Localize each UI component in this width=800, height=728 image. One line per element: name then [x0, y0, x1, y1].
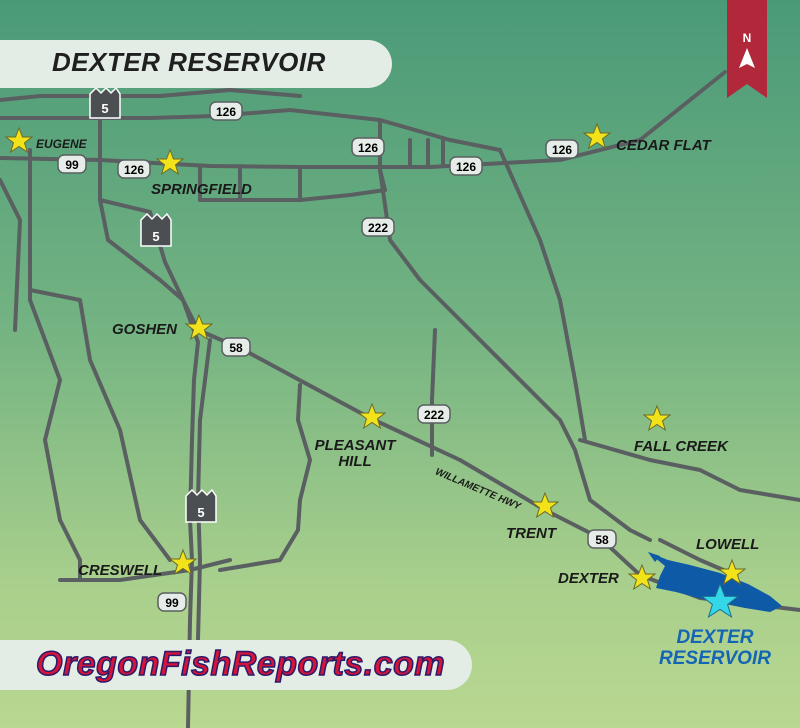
- label-dexter-reservoir-line2: RESERVOIR: [659, 647, 771, 669]
- logo-banner: [0, 640, 472, 690]
- svg-text:99: 99: [65, 158, 79, 172]
- svg-text:126: 126: [216, 105, 236, 119]
- star-lowell: [717, 558, 747, 586]
- road-north-loop: [0, 88, 302, 102]
- road-pleasant-hill-west: [218, 383, 312, 572]
- svg-text:126: 126: [358, 141, 378, 155]
- shield-58-east: 58: [587, 529, 617, 549]
- road-springfield-grid-a: [238, 164, 302, 202]
- site-logo: OregonFishReports.com: [35, 644, 446, 684]
- label-dexter: DEXTER: [558, 570, 619, 587]
- star-trent: [530, 491, 560, 519]
- label-fall-creek: FALL CREEK: [634, 438, 728, 455]
- shield-99-north: 99: [57, 154, 87, 174]
- svg-text:58: 58: [595, 533, 609, 547]
- star-dexter: [627, 563, 657, 591]
- shield-58-west: 58: [221, 337, 251, 357]
- svg-text:222: 222: [368, 221, 388, 235]
- shield-126-e: 126: [545, 139, 579, 159]
- dexter-reservoir: [648, 552, 782, 612]
- road-springfield-grid-b: [298, 188, 387, 202]
- svg-text:126: 126: [552, 143, 572, 157]
- shield-222-north: 222: [361, 217, 395, 237]
- label-cedar-flat: CEDAR FLAT: [616, 137, 711, 154]
- road-west-a: [0, 178, 22, 332]
- label-dexter-reservoir-line1: DEXTER: [676, 627, 754, 648]
- label-trent: TRENT: [506, 525, 556, 542]
- town-stars: [4, 122, 747, 591]
- label-pleasant-hill: PLEASANT HILL: [313, 438, 397, 470]
- road-creswell: [58, 558, 232, 582]
- road-springfield-south: [98, 198, 162, 282]
- star-cedar-flat: [582, 122, 612, 150]
- road-west-b: [28, 288, 172, 562]
- svg-text:5: 5: [101, 101, 108, 116]
- shield-99-south: 99: [157, 592, 187, 612]
- title-banner: [0, 40, 392, 88]
- road-springfield-grid-c: [198, 164, 242, 202]
- reservoir-arm: [648, 552, 660, 562]
- star-goshen: [184, 313, 214, 341]
- label-dexter-reservoir: DEXTER RESERVOIR: [640, 627, 790, 669]
- i5-shield-south: 5: [185, 488, 217, 523]
- star-dexter-reservoir: [700, 582, 740, 619]
- shield-126-b: 126: [117, 159, 151, 179]
- svg-text:222: 222: [424, 408, 444, 422]
- label-pleasant-hill-line2: HILL: [338, 452, 372, 470]
- star-creswell: [168, 548, 198, 576]
- svg-text:58: 58: [229, 341, 243, 355]
- star-springfield: [155, 148, 185, 176]
- road-hwy-126: [0, 70, 727, 169]
- map-title: DEXTER RESERVOIR: [52, 47, 326, 77]
- star-eugene: [4, 126, 34, 154]
- label-pleasant-hill-line1: PLEASANT: [314, 437, 396, 454]
- road-fall-creek: [498, 148, 587, 442]
- label-eugene: EUGENE: [36, 137, 87, 151]
- svg-text:N: N: [743, 31, 752, 45]
- svg-text:126: 126: [124, 163, 144, 177]
- label-goshen: GOSHEN: [112, 321, 178, 338]
- star-fall-creek: [642, 404, 672, 432]
- road-hwy-222: [378, 168, 652, 542]
- label-springfield: SPRINGFIELD: [151, 181, 252, 198]
- road-i5-parallel: [196, 338, 212, 642]
- svg-text:5: 5: [152, 229, 159, 244]
- shield-126-a: 126: [209, 101, 243, 121]
- i5-shield-middle: 5: [140, 212, 172, 247]
- i5-shield-north: 5: [89, 86, 121, 119]
- road-hwy-99: [28, 148, 62, 522]
- svg-text:126: 126: [456, 160, 476, 174]
- svg-text:5: 5: [197, 505, 204, 520]
- road-lowell: [578, 438, 800, 502]
- label-creswell: CRESWELL: [78, 562, 163, 579]
- road-pleasant-hill-south: [430, 328, 437, 457]
- star-pleasant-hill: [357, 402, 387, 430]
- north-arrow: N: [727, 0, 767, 98]
- svg-text:99: 99: [165, 596, 179, 610]
- shield-126-d: 126: [449, 156, 483, 176]
- road-west-c: [58, 518, 82, 582]
- shield-126-c: 126: [351, 137, 385, 157]
- shield-222-south: 222: [417, 404, 451, 424]
- label-lowell: LOWELL: [696, 536, 760, 553]
